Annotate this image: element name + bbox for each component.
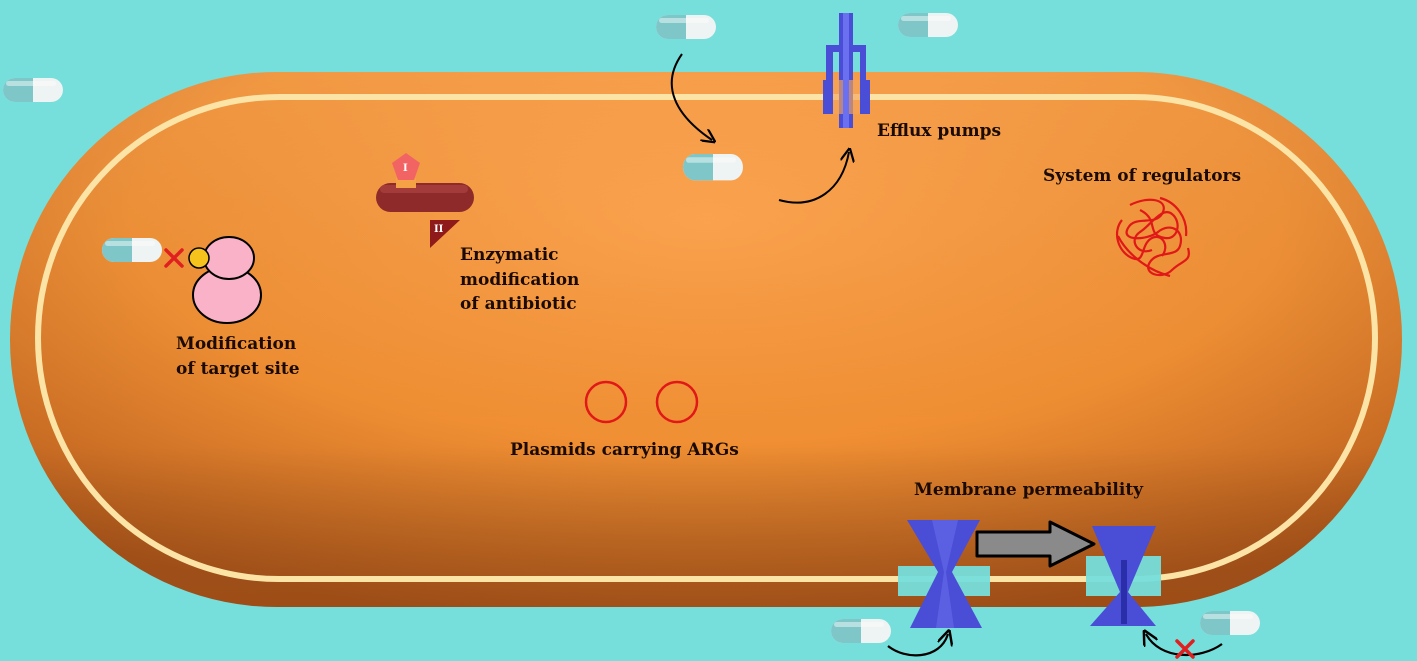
antibiotic-capsule-bottom	[831, 619, 891, 643]
enzymatic-label-line-1: Enzymatic	[460, 245, 559, 265]
regulator-protein-icon	[1115, 196, 1190, 278]
bacterial-cell	[10, 72, 1402, 607]
enzyme-complex: I II	[376, 153, 474, 248]
porin-entry-arrow	[887, 634, 948, 657]
plasmids-label: Plasmids carrying ARGs	[510, 440, 739, 460]
porin-open	[898, 520, 990, 628]
antibiotic-capsule-top-right	[898, 13, 958, 37]
permeability-decrease-arrow	[975, 520, 1096, 568]
enzymatic-label-line-3: of antibiotic	[460, 294, 577, 314]
cell-membrane	[35, 94, 1378, 582]
enzyme-site-one-icon: I	[392, 153, 420, 180]
modified-binding-site	[188, 247, 210, 269]
regulators-label: System of regulators	[1043, 166, 1241, 186]
membrane-permeability-label: Membrane permeability	[914, 480, 1144, 500]
efflux-entry-arrow	[670, 53, 712, 140]
antibiotic-capsule-bottom-right	[1200, 611, 1260, 635]
svg-text:II: II	[434, 224, 444, 235]
antibiotic-capsule-top-center	[656, 15, 716, 39]
enzyme-site-two-icon: II	[430, 220, 460, 248]
antibiotic-capsule-target	[102, 238, 162, 262]
ribosome-target-icon	[188, 236, 262, 324]
svg-text:I: I	[403, 163, 408, 174]
plasmid-ring-left	[584, 380, 628, 424]
antibiotic-capsule-inside	[683, 154, 743, 181]
blocked-binding-icon	[164, 248, 184, 268]
porin-reduced	[1086, 526, 1161, 626]
efflux-pumps-label: Efflux pumps	[877, 121, 1001, 141]
antibiotic-capsule-top-left	[3, 78, 63, 102]
plasmid-ring-right	[655, 380, 699, 424]
efflux-exit-arrow	[778, 152, 849, 204]
enzymatic-label-line-2: modification	[460, 270, 579, 290]
target-label-line-1: Modification	[176, 334, 296, 354]
efflux-pump	[823, 13, 870, 128]
target-label-line-2: of target site	[176, 359, 300, 379]
blocked-entry-icon	[1175, 639, 1195, 659]
